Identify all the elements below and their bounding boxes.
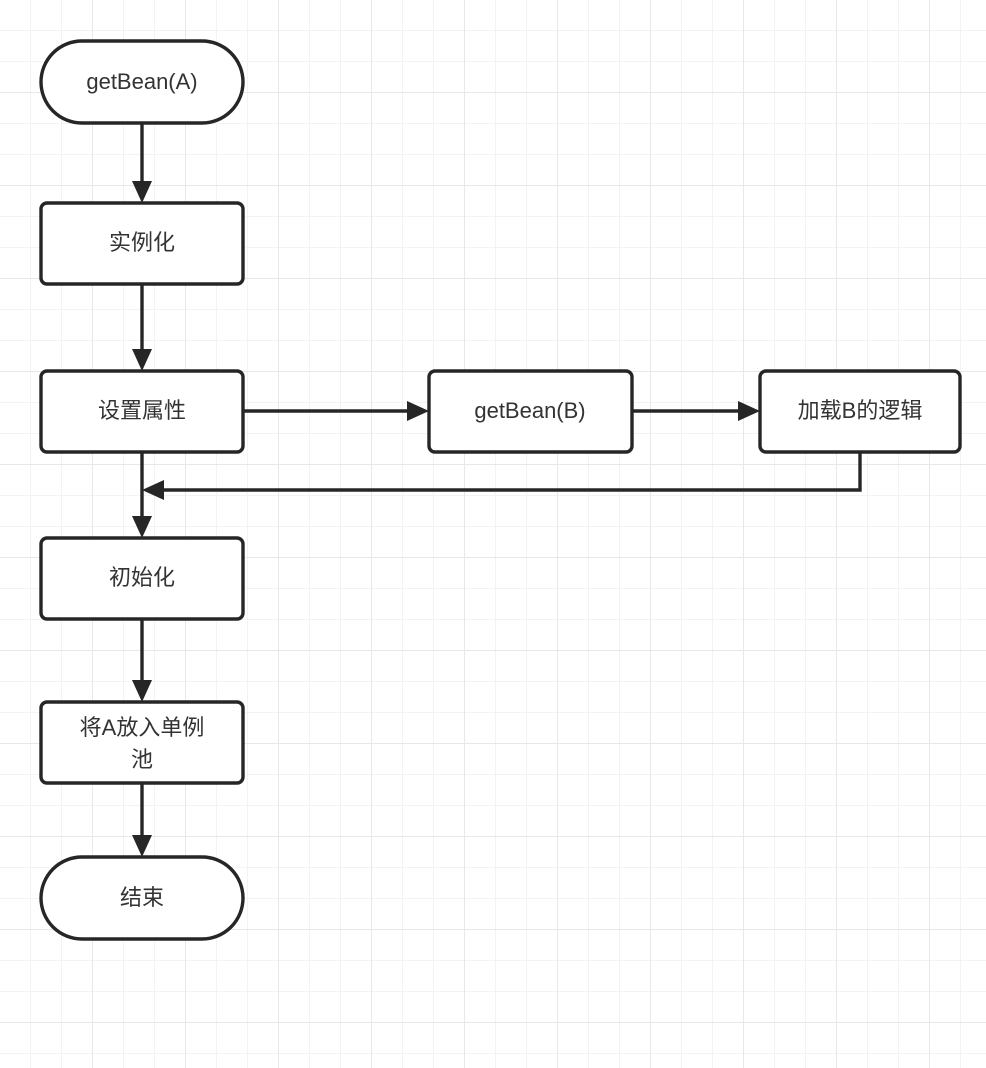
node-singleton-shape[interactable] bbox=[39, 700, 245, 785]
nodes-layer: getBean(A) 实例化 设置属性 getBean(B) 加载B的逻辑 bbox=[39, 39, 962, 941]
edge-populate-to-getbeanb bbox=[243, 401, 429, 421]
node-initialize-shape[interactable] bbox=[39, 536, 245, 621]
node-load-b-logic-label: 加载B的逻辑 bbox=[798, 398, 923, 423]
node-load-b-logic-shape[interactable] bbox=[758, 369, 962, 454]
node-start-getbean-a[interactable]: getBean(A) bbox=[39, 39, 245, 125]
node-end-shape[interactable] bbox=[39, 855, 245, 941]
node-instantiate-label: 实例化 bbox=[109, 230, 175, 255]
node-load-b-logic[interactable]: 加载B的逻辑 bbox=[758, 369, 962, 454]
node-put-a-into-singleton-pool[interactable]: 将A放入单例 池 bbox=[39, 700, 245, 785]
node-populate-properties[interactable]: 设置属性 bbox=[39, 369, 245, 454]
edge-initialize-to-singleton bbox=[132, 619, 152, 702]
edges-layer bbox=[132, 123, 862, 857]
node-populate-shape[interactable] bbox=[39, 369, 245, 454]
node-start-shape[interactable] bbox=[39, 39, 245, 125]
node-getbean-b[interactable]: getBean(B) bbox=[427, 369, 634, 454]
edge-populate-to-initialize bbox=[132, 452, 152, 538]
node-instantiate-shape[interactable] bbox=[39, 201, 245, 286]
node-initialize-label: 初始化 bbox=[109, 565, 175, 590]
edge-instantiate-to-populate bbox=[132, 284, 152, 371]
node-start-label: getBean(A) bbox=[86, 69, 197, 94]
node-singleton-label-line2: 池 bbox=[131, 747, 153, 772]
node-getbean-b-label: getBean(B) bbox=[474, 398, 585, 423]
node-populate-label: 设置属性 bbox=[98, 398, 186, 423]
edge-start-to-instantiate bbox=[132, 123, 152, 203]
node-getbean-b-shape[interactable] bbox=[427, 369, 634, 454]
node-instantiate[interactable]: 实例化 bbox=[39, 201, 245, 286]
edge-getbeanb-to-loadb bbox=[632, 401, 760, 421]
edge-loadb-return-to-trunk bbox=[142, 452, 862, 500]
node-end-label: 结束 bbox=[120, 885, 164, 910]
node-singleton-label-line1: 将A放入单例 bbox=[80, 715, 205, 740]
node-initialize[interactable]: 初始化 bbox=[39, 536, 245, 621]
node-end[interactable]: 结束 bbox=[39, 855, 245, 941]
edge-singleton-to-end bbox=[132, 783, 152, 857]
